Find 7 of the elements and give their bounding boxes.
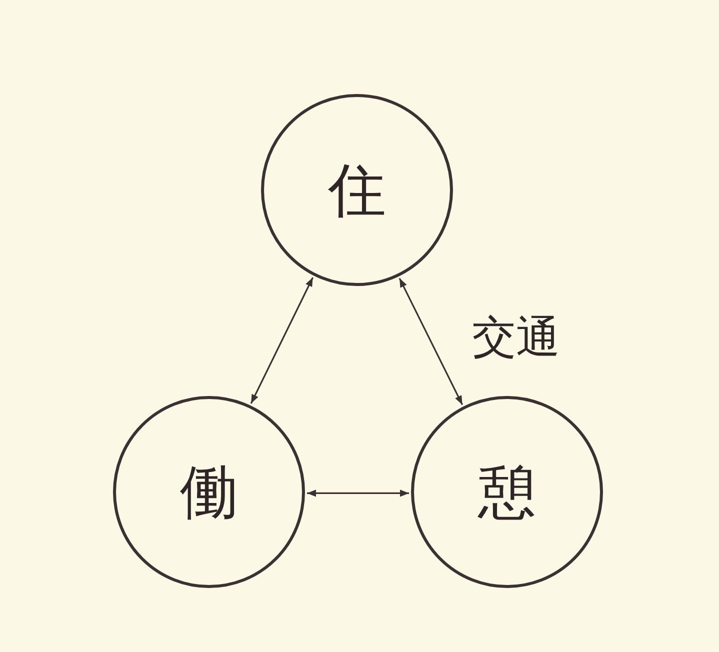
double-arrow	[307, 490, 409, 497]
double-arrow	[398, 278, 464, 406]
node-label: 働	[180, 463, 238, 521]
double-arrow	[250, 277, 314, 404]
node-label: 憩	[478, 463, 536, 521]
node-label: 住	[328, 161, 386, 219]
text-label: 交通	[472, 316, 560, 360]
